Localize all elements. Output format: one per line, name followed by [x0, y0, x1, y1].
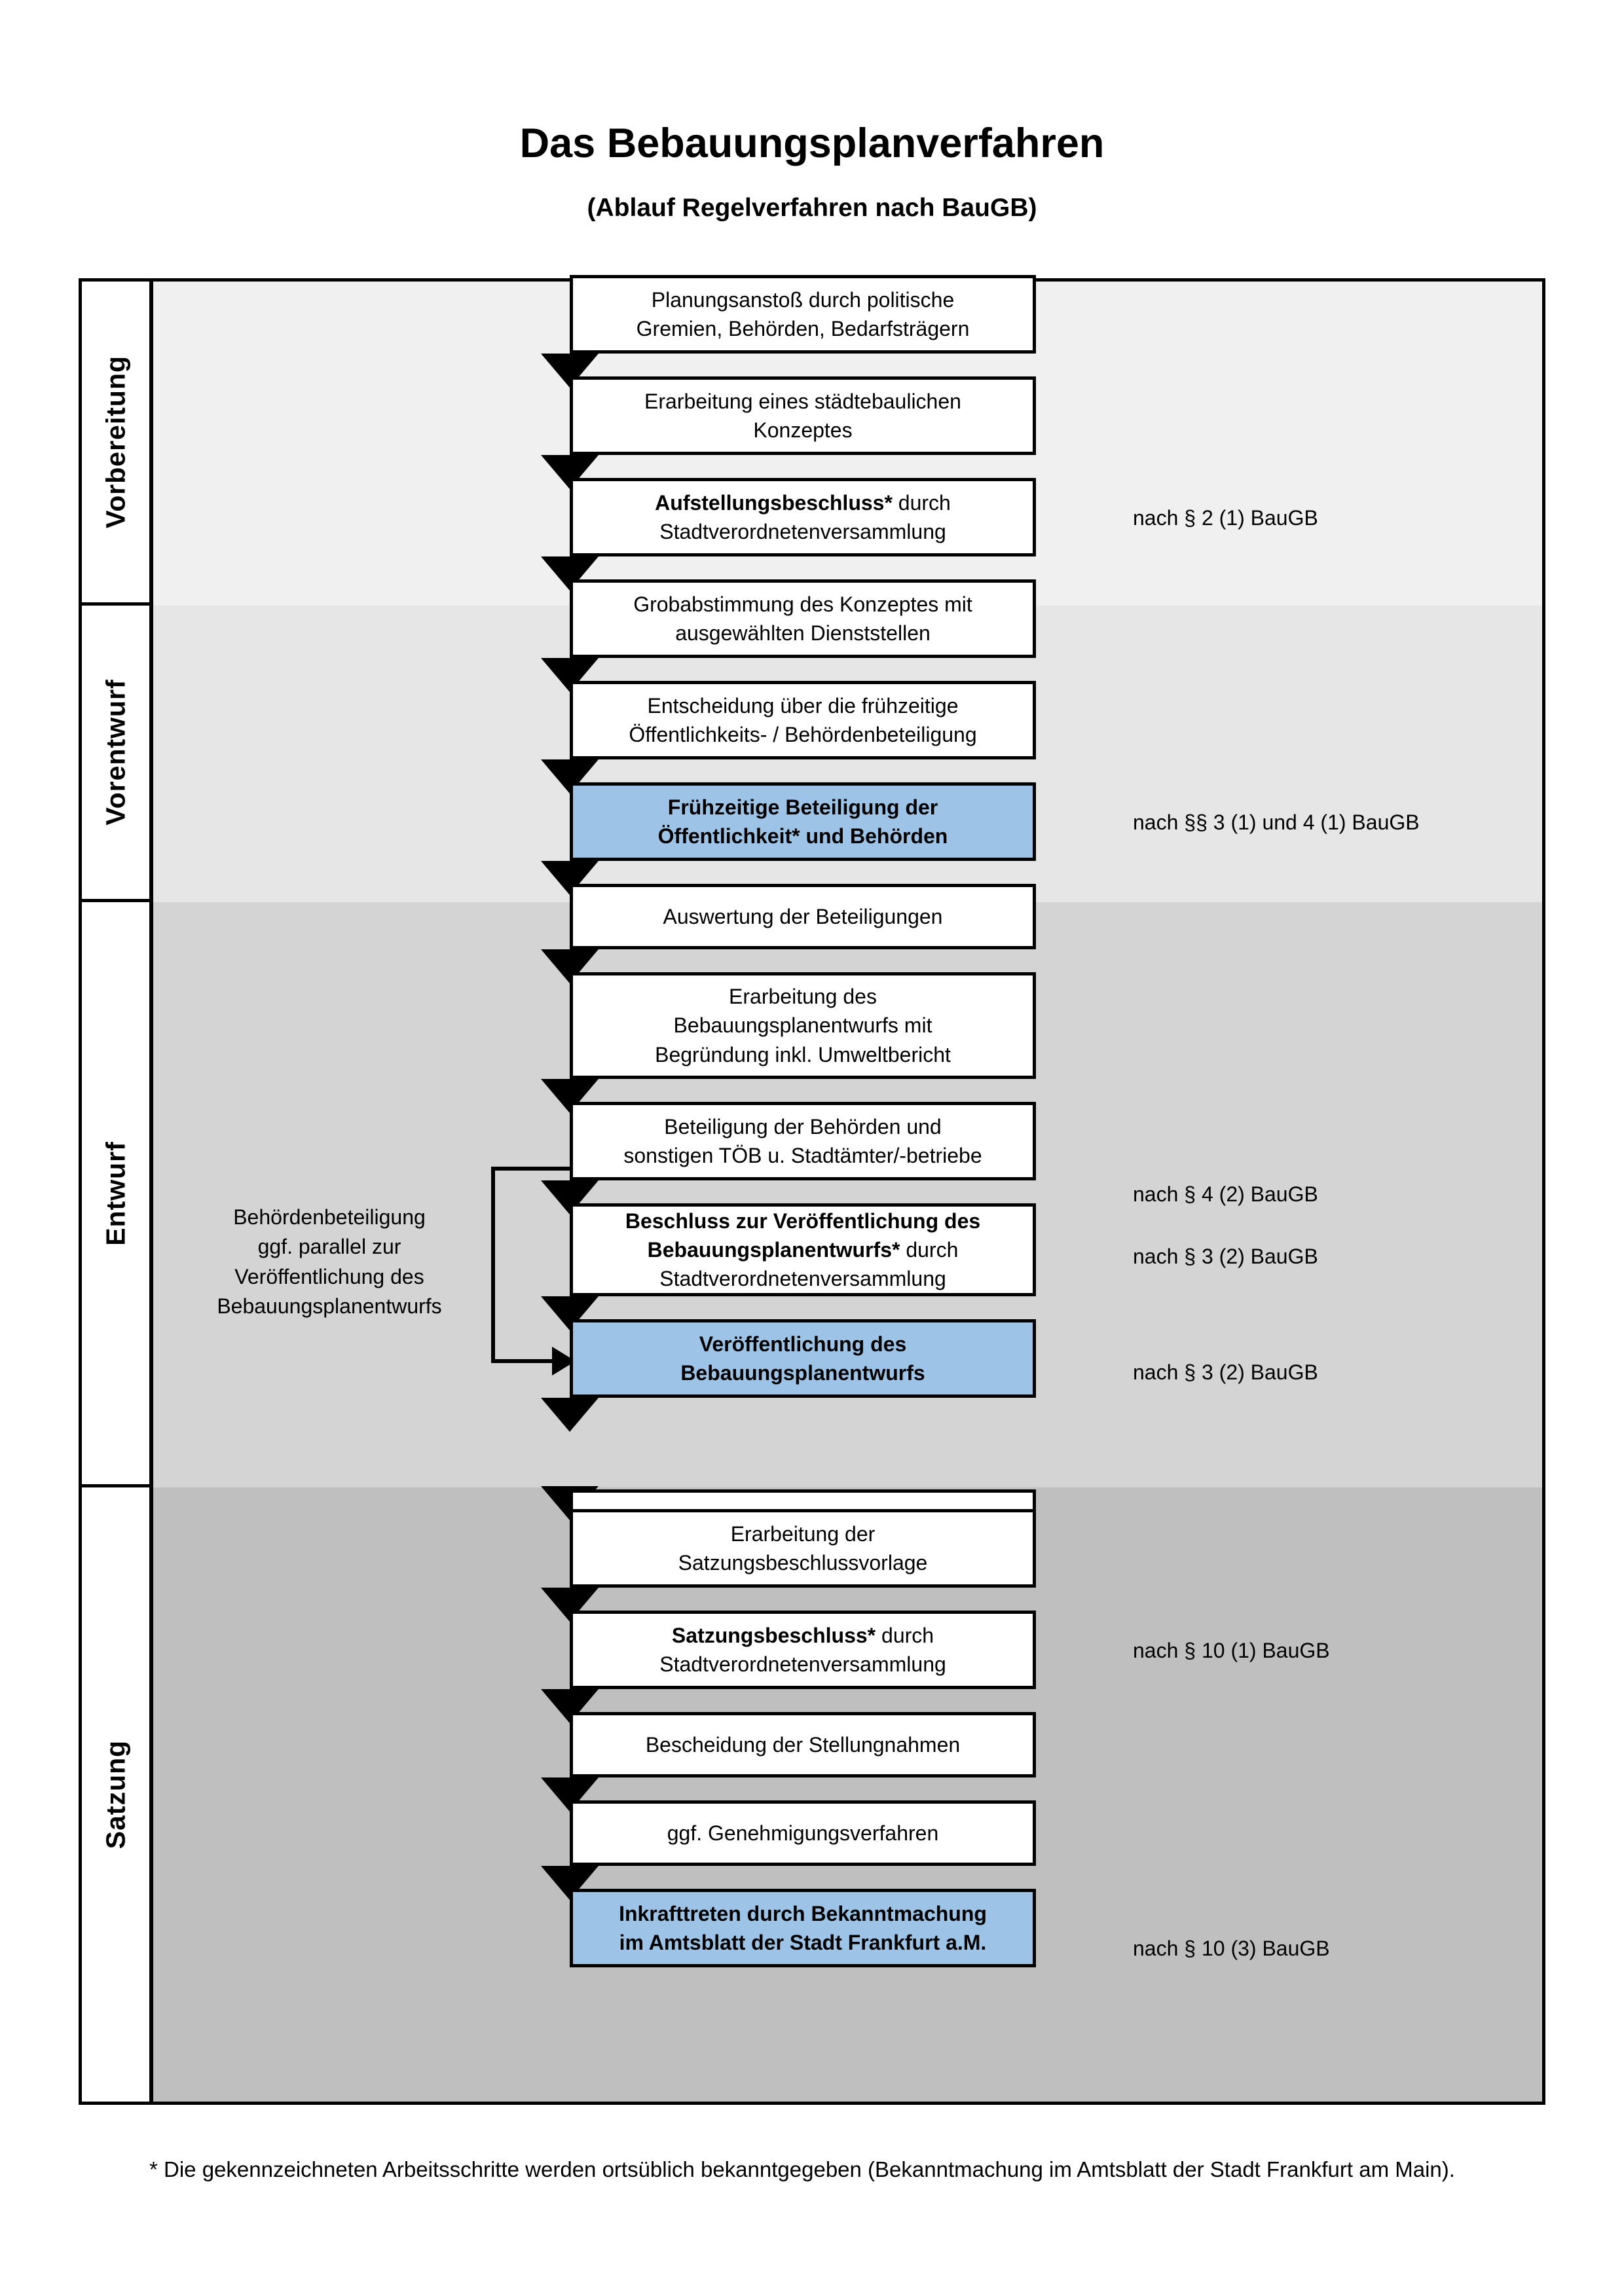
flow-box-s2-line1: Erarbeitung eines städtebaulichen — [644, 389, 961, 413]
flow-box-s3-rest: durch — [892, 490, 951, 515]
flow-box-s6-line1: Frühzeitige Beteiligung der — [667, 795, 938, 819]
flow-box-s6[interactable]: Frühzeitige Beteiligung der Öffentlichke… — [570, 782, 1036, 861]
flow-box-s8-line3: Begründung inkl. Umweltbericht — [655, 1042, 951, 1066]
flow-box-s14-rest: durch — [876, 1623, 934, 1647]
flow-box-s16-line1: ggf. Genehmigungsverfahren — [667, 1821, 939, 1845]
law-ref-r1: nach § 2 (1) BauGB — [1133, 506, 1318, 530]
side-note-line3: Veröffentlichung des — [234, 1264, 424, 1288]
flow-box-s1-line1: Planungsanstoß durch politische — [651, 287, 955, 312]
lane-label-cell-satzung: Satzung — [82, 1487, 149, 2102]
flow-box-s14-line2: Stadtverordnetenversammlung — [659, 1652, 946, 1676]
flow-box-s15[interactable]: Bescheidung der Stellungnahmen — [570, 1712, 1036, 1777]
flow-box-s17[interactable]: Inkrafttreten durch Bekanntmachung im Am… — [570, 1889, 1036, 1967]
lane-label-vorentwurf: Vorentwurf — [100, 679, 130, 826]
flow-box-s2[interactable]: Erarbeitung eines städtebaulichen Konzep… — [570, 376, 1036, 455]
flow-box-s6-line2: Öffentlichkeit* und Behörden — [657, 824, 948, 848]
flow-box-s17-rest: durch Bekanntmachung — [741, 1901, 987, 1925]
lane-label-cell-vorentwurf: Vorentwurf — [82, 606, 149, 902]
footnote: * Die gekennzeichneten Arbeitsschritte w… — [149, 2157, 1455, 2181]
side-note-line1: Behördenbeteiligung — [233, 1205, 426, 1229]
flow-box-s1[interactable]: Planungsanstoß durch politische Gremien,… — [570, 275, 1036, 354]
flow-box-s13-line1: Erarbeitung der — [730, 1522, 876, 1546]
side-note-line4: Bebauungsplanentwurfs — [217, 1294, 442, 1319]
side-note-line2: ggf. parallel zur — [257, 1235, 401, 1259]
flow-box-s4-line2: ausgewählten Dienststellen — [675, 621, 931, 645]
lane-label-entwurf: Entwurf — [100, 1140, 130, 1246]
flow-box-s8-line1: Erarbeitung des — [729, 985, 877, 1009]
bracket-vertical — [491, 1167, 495, 1363]
title-block: Das Bebauungsplanverfahren (Ablauf Regel… — [0, 120, 1624, 223]
flow-box-s9-line1: Beteiligung der Behörden und — [664, 1114, 942, 1139]
flow-box-s5-line2: Öffentlichkeits- / Behördenbeteiligung — [629, 723, 977, 746]
flow-box-s11[interactable]: Veröffentlichung des Bebauungsplanentwur… — [570, 1319, 1036, 1398]
side-note-behoerdenbeteiligung: Behördenbeteiligung ggf. parallel zur Ve… — [179, 1203, 480, 1322]
flow-box-s3-line2: Stadtverordnetenversammlung — [659, 520, 946, 543]
flow-box-s13[interactable]: Erarbeitung der Satzungsbeschlussvorlage — [570, 1509, 1036, 1588]
law-ref-r3: nach § 4 (2) BauGB — [1133, 1182, 1318, 1206]
law-ref-r6: nach § 10 (1) BauGB — [1133, 1639, 1330, 1662]
flow-box-s17-bold: Inkrafttreten — [619, 1901, 741, 1925]
flow-box-s10[interactable]: Beschluss zur Veröffentlichung des Bebau… — [570, 1203, 1036, 1296]
law-ref-r4: nach § 3 (2) BauGB — [1133, 1245, 1318, 1268]
flow-box-s8[interactable]: Erarbeitung des Bebauungsplanentwurfs mi… — [570, 972, 1036, 1079]
flow-box-s11-line2: Bebauungsplanentwurfs — [680, 1361, 925, 1385]
flow-box-s16[interactable]: ggf. Genehmigungsverfahren — [570, 1800, 1036, 1866]
flow-box-s8-line2: Bebauungsplanentwurfs mit — [673, 1013, 932, 1038]
lane-label-vorbereitung: Vorbereitung — [100, 355, 130, 529]
lane-band-satzung — [153, 1487, 1542, 2102]
flow-box-s7-line1: Auswertung der Beteiligungen — [663, 904, 943, 928]
flow-box-s10-rest2: durch — [900, 1237, 959, 1262]
flow-box-s2-line2: Konzeptes — [753, 418, 853, 442]
lane-label-cell-entwurf: Entwurf — [82, 902, 149, 1487]
flow-box-s5[interactable]: Entscheidung über die frühzeitige Öffent… — [570, 681, 1036, 759]
flow-box-s14-bold: Satzungsbeschluss* — [671, 1623, 876, 1647]
flow-box-s14[interactable]: Satzungsbeschluss* durch Stadtverordnete… — [570, 1611, 1036, 1689]
flow-box-s10-line3: Stadtverordnetenversammlung — [659, 1267, 946, 1291]
flow-box-s9-line2: sonstigen TÖB u. Stadtämter/-betriebe — [623, 1144, 982, 1167]
law-ref-r5: nach § 3 (2) BauGB — [1133, 1360, 1318, 1384]
law-ref-r2: nach §§ 3 (1) und 4 (1) BauGB — [1133, 811, 1420, 834]
flow-box-s5-line1: Entscheidung über die frühzeitige — [647, 693, 959, 718]
arrow-s11-s12 — [541, 1398, 599, 1432]
flow-box-s4[interactable]: Grobabstimmung des Konzeptes mit ausgewä… — [570, 579, 1036, 658]
flow-box-s15-line1: Bescheidung der Stellungnahmen — [645, 1732, 961, 1757]
flow-box-s4-line1: Grobabstimmung des Konzeptes mit — [633, 592, 972, 616]
page-subtitle: (Ablauf Regelverfahren nach BauGB) — [587, 194, 1037, 223]
lane-label-satzung: Satzung — [100, 1740, 130, 1850]
law-ref-r7: nach § 10 (3) BauGB — [1133, 1937, 1330, 1960]
flow-box-s9[interactable]: Beteiligung der Behörden und sonstigen T… — [570, 1102, 1036, 1180]
flow-box-s1-line2: Gremien, Behörden, Bedarfsträgern — [636, 317, 970, 340]
bracket-bottom-horizontal — [491, 1359, 557, 1363]
flow-box-s17-line2: im Amtsblatt der Stadt Frankfurt a.M. — [619, 1931, 987, 1954]
flow-box-s10-bold2: Bebauungsplanentwurfs* — [647, 1237, 900, 1262]
flow-box-s10-bold1: Beschluss zur Veröffentlichung des — [625, 1209, 981, 1233]
lane-divider — [149, 282, 153, 2102]
lane-label-cell-vorbereitung: Vorbereitung — [82, 282, 149, 606]
flowchart-frame: Vorbereitung Vorentwurf Entwurf Satzung … — [79, 275, 1545, 2105]
page-title: Das Bebauungsplanverfahren — [519, 120, 1105, 166]
flow-box-s7[interactable]: Auswertung der Beteiligungen — [570, 884, 1036, 949]
flow-box-s11-line1: Veröffentlichung des — [699, 1332, 907, 1356]
flow-box-s13-line2: Satzungsbeschlussvorlage — [678, 1551, 928, 1575]
flow-box-s3-bold: Aufstellungsbeschluss* — [655, 490, 893, 515]
flow-box-s3[interactable]: Aufstellungsbeschluss* durch Stadtverord… — [570, 478, 1036, 556]
bracket-top-horizontal — [491, 1167, 570, 1171]
